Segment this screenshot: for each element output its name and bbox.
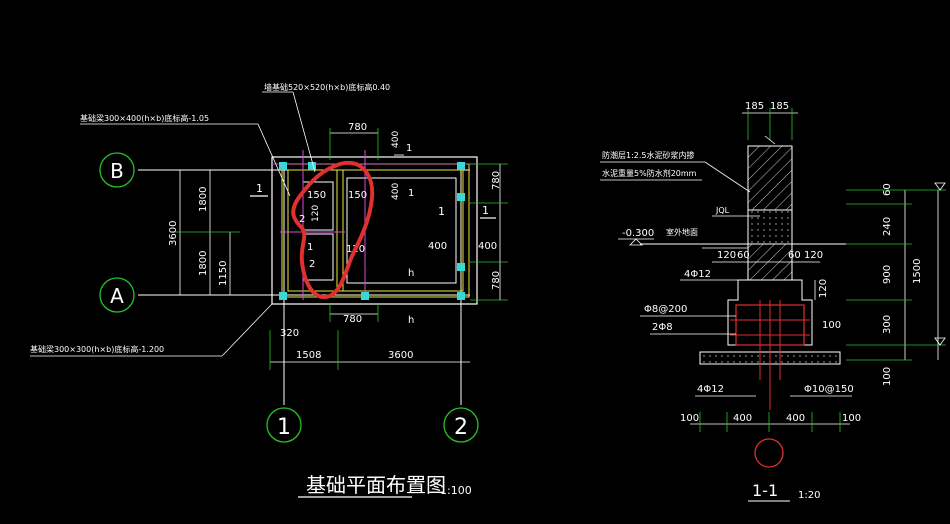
note-top: 墙基础520×520(h×b)底标高0.40 (264, 82, 390, 92)
sec-dim-60b: 60 (788, 250, 801, 261)
foundation-outline (271, 156, 478, 305)
label-400v: 400 (391, 183, 401, 200)
dim-left-3600: 3600 (168, 221, 179, 246)
sec-rebar-2phi8: 2Φ8 (652, 322, 673, 333)
room-main (346, 177, 457, 284)
dim-bottom-780: 780 (343, 314, 362, 325)
axis-bubble-a: A (99, 277, 135, 313)
sec-rebar-4phi12a: 4Φ12 (684, 269, 711, 280)
sec-dim-100c: 100 (822, 320, 841, 331)
axis-label-b: B (110, 159, 124, 183)
sec-right-1500: 1500 (912, 259, 923, 284)
sec-rebar-phi8: Φ8@200 (644, 304, 687, 315)
sec-level: -0.300 (622, 228, 654, 239)
sec-right-100: 100 (882, 367, 893, 386)
label-150a: 150 (307, 190, 326, 201)
column-marker (457, 292, 465, 300)
axis-bubble-2: 2 (443, 407, 479, 443)
sec-dim-60: 60 (737, 250, 750, 261)
sec-dim-185b: 185 (770, 101, 789, 112)
section-title: 1-1 (752, 481, 778, 500)
note-left: 基础梁300×400(h×b)底标高-1.05 (80, 113, 209, 123)
dim-left-1150: 1150 (218, 261, 229, 286)
column-marker (457, 162, 465, 170)
label-150b: 150 (348, 190, 367, 201)
sec-dim-100a: 100 (680, 413, 699, 424)
sec-dim-120c: 120 (818, 279, 829, 298)
sec-note-waterproof2: 水泥重量5%防水剂20mm (602, 168, 697, 178)
dim-right-780a: 780 (491, 171, 502, 190)
label-400: 400 (428, 241, 447, 252)
sec-dim-400b: 400 (786, 413, 805, 424)
red-circle-annotation (291, 160, 375, 299)
plan-title: 基础平面布置图 (306, 473, 446, 497)
sec-right-240: 240 (882, 217, 893, 236)
dim-right-400: 400 (478, 241, 497, 252)
sec-rebar-4phi12b: 4Φ12 (697, 384, 724, 395)
column-marker (361, 292, 369, 300)
sec-label-jql: JQL (715, 206, 730, 215)
sec-wall-upper (747, 145, 793, 211)
sec-rebar-phi10: Φ10@150 (804, 384, 854, 395)
label-h1: h (408, 268, 414, 279)
axis-bubble-1: 1 (266, 407, 302, 443)
label-1d: 1 (408, 188, 414, 199)
section-1-1: 185 185 (600, 101, 946, 502)
dim-bottom-320: 320 (280, 328, 299, 339)
label-1f: 1 (438, 205, 445, 218)
column-marker (457, 193, 465, 201)
dim-left-1800a: 1800 (198, 187, 209, 212)
label-2a: 2 (299, 214, 305, 225)
label-h2: h (408, 315, 414, 326)
dim-bottom-3600: 3600 (388, 350, 413, 361)
column-marker (279, 162, 287, 170)
dim-right-780b: 780 (491, 271, 502, 290)
sec-label-outdoor: 室外地面 (666, 227, 698, 237)
sec-dim-400a: 400 (733, 413, 752, 424)
axis-label-2: 2 (454, 415, 468, 440)
sec-ring-beam (747, 209, 793, 245)
wall-outline-inner (287, 169, 464, 292)
label-2b: 2 (309, 259, 315, 270)
dim-left-1800b: 1800 (198, 251, 209, 276)
note-bottom: 基础梁300×300(h×b)底标高-1.200 (30, 344, 164, 354)
sec-footing (727, 279, 813, 346)
section-mark-right: 1 (482, 204, 489, 217)
sec-right-60: 60 (882, 183, 893, 196)
sec-note-waterproof: 防潮层1:2.5水泥砂浆内掺 (602, 150, 695, 160)
column-marker (457, 263, 465, 271)
axis-bubble-b: B (99, 152, 135, 188)
sec-dim-185a: 185 (745, 101, 764, 112)
label-1c: 1 (307, 242, 313, 253)
dim-top-780: 780 (348, 122, 367, 133)
dim-bottom-1508: 1508 (296, 350, 321, 361)
column-marker (308, 162, 316, 170)
foundation-plan: B A 1 2 (30, 82, 508, 498)
label-1e: 1 (406, 143, 412, 154)
column-marker (279, 292, 287, 300)
dim-top-400: 400 (391, 131, 401, 148)
sec-dim-100b: 100 (842, 413, 861, 424)
sec-section-bubble (754, 438, 784, 468)
sec-dim-120b: 120 (804, 250, 823, 261)
sec-right-300: 300 (882, 315, 893, 334)
plan-scale: 1:100 (440, 484, 472, 497)
axis-label-1: 1 (277, 415, 291, 440)
sec-dim-120: 120 (717, 250, 736, 261)
axis-label-a: A (110, 284, 124, 308)
label-120a: 120 (311, 205, 321, 222)
section-mark-left: 1 (256, 182, 263, 195)
section-scale: 1:20 (798, 490, 820, 501)
sec-right-900: 900 (882, 265, 893, 284)
room-small-lower (302, 233, 334, 281)
